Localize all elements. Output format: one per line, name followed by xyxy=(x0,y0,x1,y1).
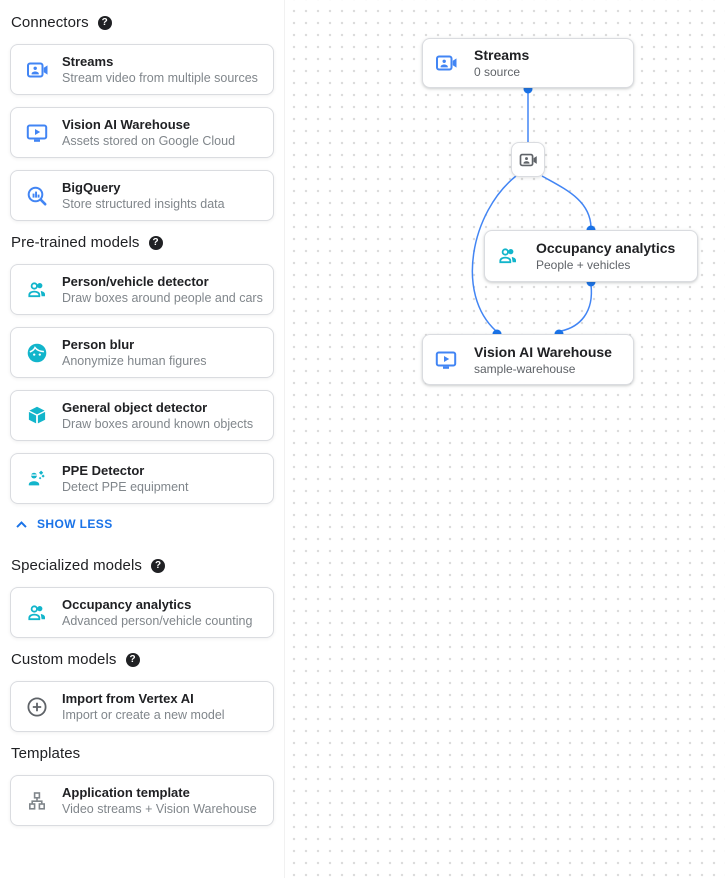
pipeline-edges xyxy=(471,84,596,339)
section-specialized-models: Specialized models ? Occupancy analytics… xyxy=(10,557,274,638)
card-subtitle: Import or create a new model xyxy=(62,708,225,722)
pipeline-canvas[interactable]: Streams 0 source Occupancy analytics xyxy=(284,0,725,878)
card-subtitle: Advanced person/vehicle counting xyxy=(62,614,253,628)
card-bigquery[interactable]: BigQuery Store structured insights data xyxy=(10,170,274,221)
node-stream-source[interactable] xyxy=(511,142,545,177)
card-person-blur[interactable]: Person blur Anonymize human figures xyxy=(10,327,274,378)
video-camera-front-icon xyxy=(27,62,48,77)
people-icon xyxy=(28,281,45,297)
help-icon[interactable]: ? xyxy=(125,652,140,667)
component-palette-sidebar: Connectors ? Streams Stream video from m… xyxy=(0,0,284,878)
add-circle-icon xyxy=(27,696,47,717)
edge-occupancy-to-warehouse xyxy=(560,284,593,332)
section-header-pretrained: Pre-trained models ? xyxy=(10,234,274,251)
video-camera-front-icon xyxy=(436,55,457,71)
people-icon xyxy=(28,604,45,620)
node-title: Occupancy analytics xyxy=(536,240,676,256)
account-tree-icon xyxy=(29,791,45,810)
cube-icon xyxy=(28,406,46,423)
node-subtitle: sample-warehouse xyxy=(474,361,576,376)
chevron-up-icon xyxy=(16,520,27,528)
help-icon[interactable]: ? xyxy=(148,235,163,250)
node-title: Vision AI Warehouse xyxy=(474,343,612,360)
node-title: Streams xyxy=(474,47,530,63)
card-subtitle: Detect PPE equipment xyxy=(62,480,189,494)
bigquery-search-chart-icon xyxy=(27,186,47,205)
section-connectors: Connectors ? Streams Stream video from m… xyxy=(10,14,274,221)
section-title: Pre-trained models xyxy=(11,234,140,251)
section-title: Templates xyxy=(11,745,81,762)
node-vision-ai-warehouse[interactable]: Vision AI Warehouse sample-warehouse xyxy=(422,334,634,385)
card-subtitle: Video streams + Vision Warehouse xyxy=(62,802,257,816)
help-icon[interactable]: ? xyxy=(97,15,112,30)
card-import-from-vertex-ai[interactable]: Import from Vertex AI Import or create a… xyxy=(10,681,274,732)
node-subtitle: 0 source xyxy=(474,65,521,79)
face-icon xyxy=(27,343,47,362)
smart-display-icon xyxy=(435,351,457,369)
section-pretrained-models: Pre-trained models ? Person/vehicle dete… xyxy=(10,234,274,504)
card-subtitle: Assets stored on Google Cloud xyxy=(62,134,236,148)
card-general-object-detector[interactable]: General object detector Draw boxes aroun… xyxy=(10,390,274,441)
card-subtitle: Store structured insights data xyxy=(62,197,225,211)
node-occupancy-analytics[interactable]: Occupancy analytics People + vehicles xyxy=(484,230,698,282)
card-title: General object detector xyxy=(62,400,208,415)
card-person-vehicle-detector[interactable]: Person/vehicle detector Draw boxes aroun… xyxy=(10,264,274,315)
section-custom-models: Custom models ? Import from Vertex AI Im… xyxy=(10,651,274,732)
card-title: Vision AI Warehouse xyxy=(62,117,191,132)
section-header-custom: Custom models ? xyxy=(10,651,274,668)
section-title: Custom models xyxy=(11,651,117,668)
card-title: Person/vehicle detector xyxy=(62,274,209,289)
card-vision-ai-warehouse[interactable]: Vision AI Warehouse Assets stored on Goo… xyxy=(10,107,274,158)
section-title: Connectors xyxy=(11,14,89,31)
section-header-templates: Templates xyxy=(10,745,274,762)
section-title: Specialized models xyxy=(11,557,143,574)
person-gear-icon xyxy=(28,470,45,485)
card-subtitle: Draw boxes around people and cars xyxy=(62,291,263,305)
smart-display-icon xyxy=(26,124,48,142)
card-title: Import from Vertex AI xyxy=(62,691,194,706)
people-icon xyxy=(499,248,516,264)
section-templates: Templates Application template Video str… xyxy=(10,745,274,826)
card-streams[interactable]: Streams Stream video from multiple sourc… xyxy=(10,44,274,95)
card-title: Application template xyxy=(62,785,190,800)
card-subtitle: Draw boxes around known objects xyxy=(62,417,254,431)
card-subtitle: Anonymize human figures xyxy=(62,354,207,368)
help-icon[interactable]: ? xyxy=(151,558,166,573)
show-less-label: SHOW LESS xyxy=(37,517,113,531)
section-header-connectors: Connectors ? xyxy=(10,14,274,31)
node-subtitle: People + vehicles xyxy=(536,258,631,272)
section-header-specialized: Specialized models ? xyxy=(10,557,274,574)
card-ppe-detector[interactable]: PPE Detector Detect PPE equipment xyxy=(10,453,274,504)
card-title: Occupancy analytics xyxy=(62,597,192,612)
edge-source-to-occupancy xyxy=(541,175,592,228)
card-title: Streams xyxy=(62,54,114,69)
card-application-template[interactable]: Application template Video streams + Vis… xyxy=(10,775,274,826)
card-subtitle: Stream video from multiple sources xyxy=(62,71,258,85)
node-streams[interactable]: Streams 0 source xyxy=(422,38,634,88)
card-occupancy-analytics[interactable]: Occupancy analytics Advanced person/vehi… xyxy=(10,587,274,638)
card-title: Person blur xyxy=(62,337,135,352)
video-camera-front-icon xyxy=(519,153,537,166)
card-title: BigQuery xyxy=(62,180,121,195)
show-less-link[interactable]: SHOW LESS xyxy=(15,517,274,531)
card-title: PPE Detector xyxy=(62,463,145,478)
